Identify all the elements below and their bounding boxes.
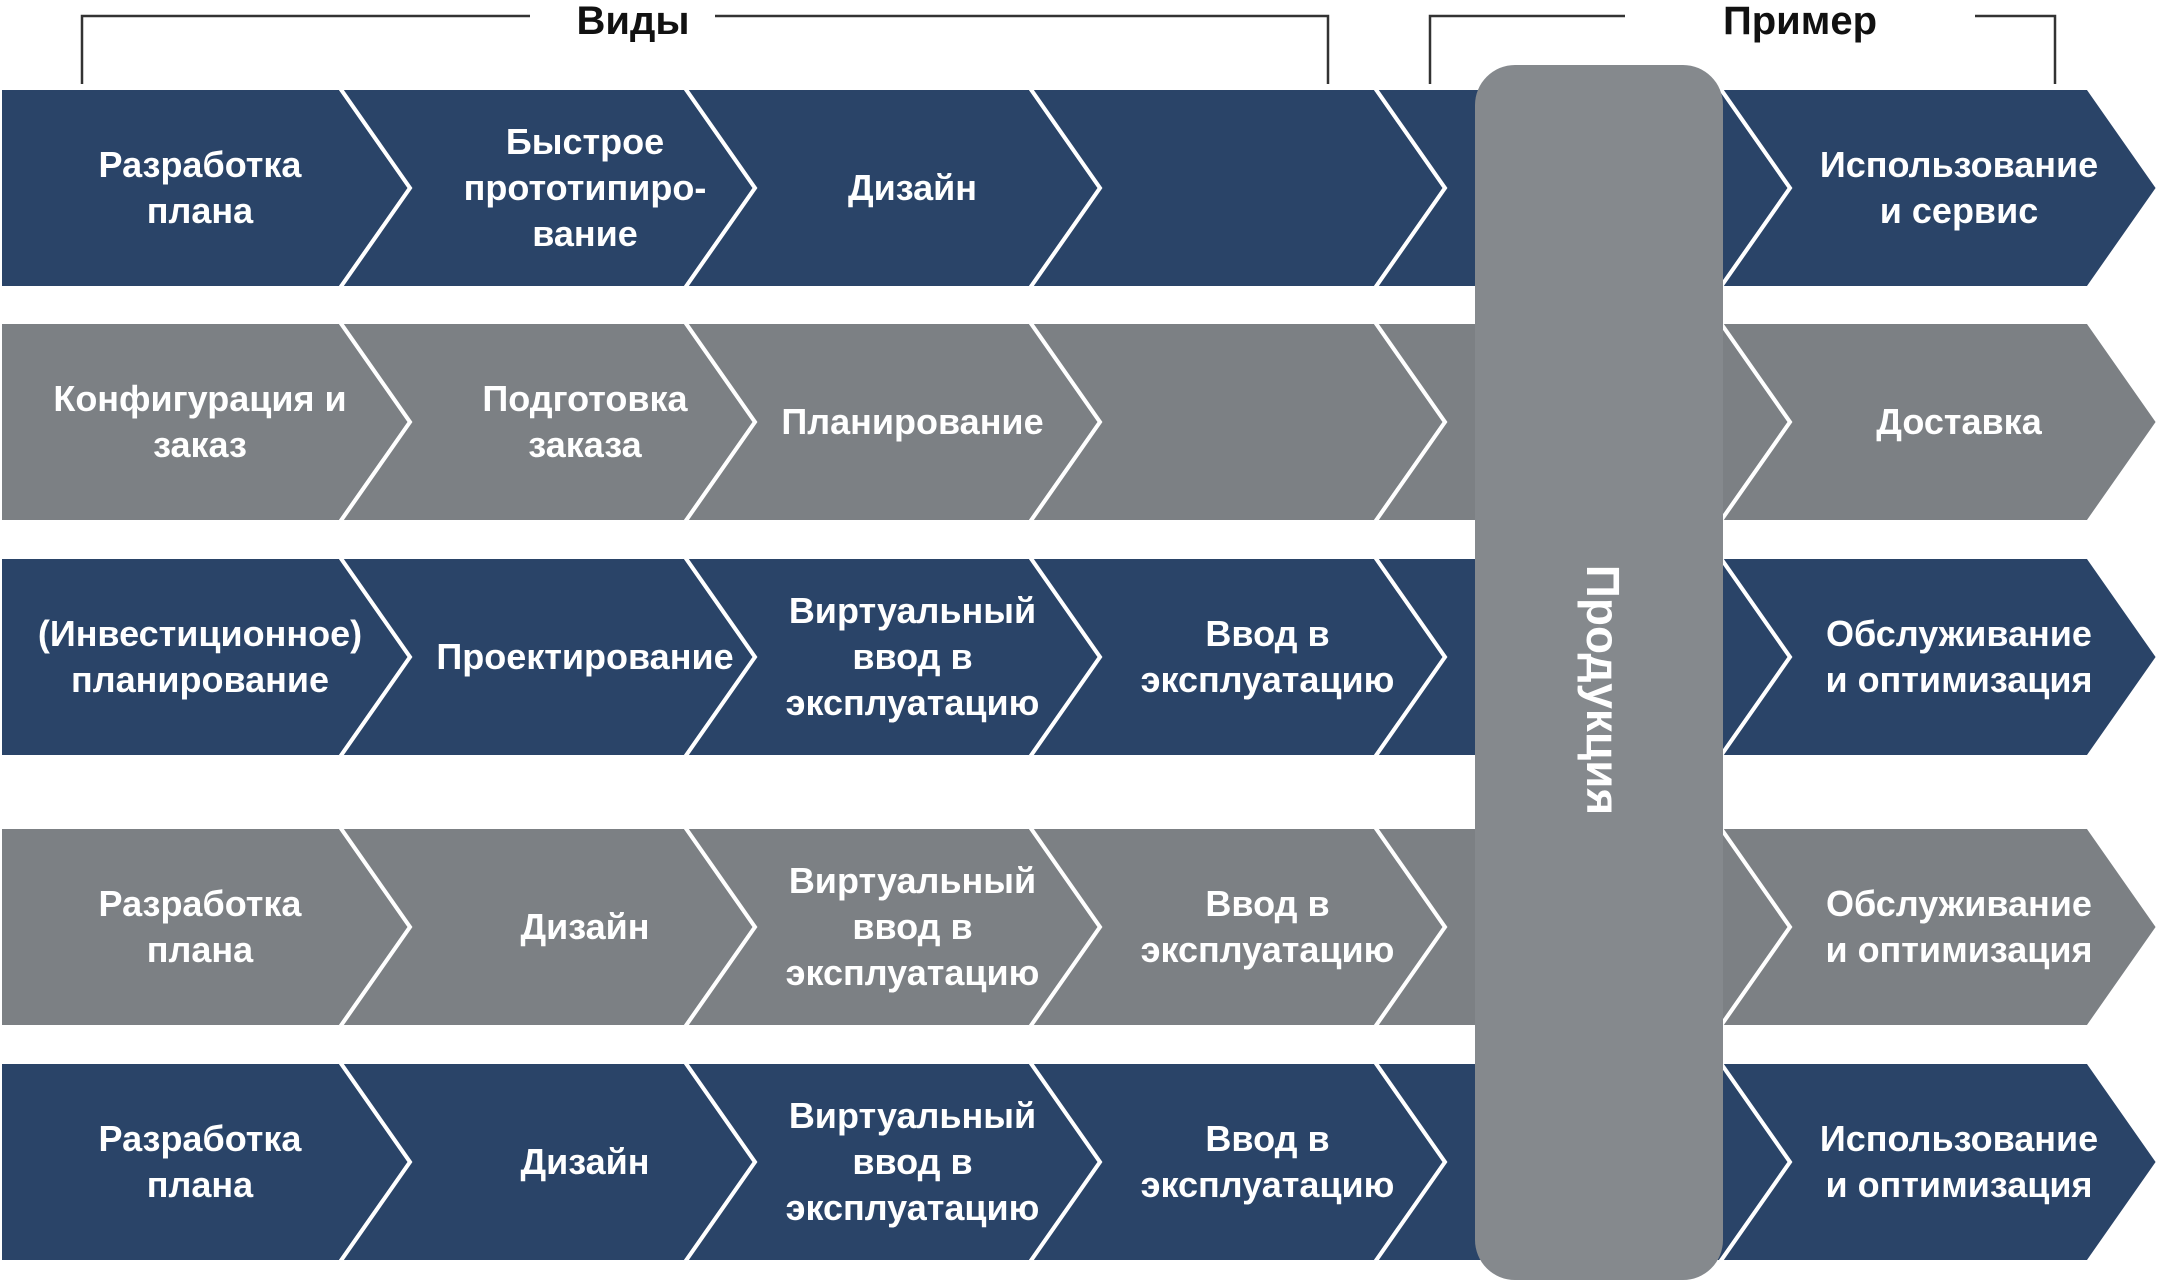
example-header: Пример bbox=[1723, 0, 1877, 43]
step-label-row5-step4: Ввод в эксплуатацию bbox=[1140, 1118, 1395, 1205]
step-label-row2-step6: Доставка bbox=[1876, 401, 2042, 442]
chevron-row3-step6 bbox=[1716, 555, 2158, 759]
step-label-row2-step2: Подготовка заказа bbox=[482, 378, 688, 465]
step-label-row4-step3: Виртуальный ввод в эксплуатацию bbox=[785, 860, 1040, 993]
step-label-row5-step6: Использование и оптимизация bbox=[1819, 1118, 2099, 1205]
step-label-row4-step2: Дизайн bbox=[520, 906, 650, 947]
step-label-row5-step3: Виртуальный ввод в эксплуатацию bbox=[785, 1095, 1040, 1228]
step-label-row4-step6: Обслуживание и оптимизация bbox=[1825, 883, 2093, 970]
example-bracket bbox=[1428, 14, 2057, 84]
step-label-row3-step2: Проектирование bbox=[436, 636, 734, 677]
step-label-row4-step4: Ввод в эксплуатацию bbox=[1140, 883, 1395, 970]
step-label-row1-step2: Быстрое прототипиро- вание bbox=[463, 121, 707, 254]
chevron-row4-step6 bbox=[1716, 825, 2158, 1029]
step-label-row3-step4: Ввод в эксплуатацию bbox=[1140, 613, 1395, 700]
chevron-row2-step6 bbox=[1716, 320, 2158, 524]
step-label-row3-step3: Виртуальный ввод в эксплуатацию bbox=[785, 590, 1040, 723]
step-label-row5-step1: Разработка плана bbox=[98, 1118, 302, 1205]
product-bar: Продукция bbox=[1475, 65, 1723, 1280]
product-bar-label: Продукция bbox=[1577, 565, 1629, 815]
step-label-row4-step1: Разработка плана bbox=[98, 883, 302, 970]
header-brackets: Виды Пример bbox=[80, 0, 2057, 84]
step-label-row2-step1: Конфигурация и заказ bbox=[53, 378, 347, 465]
kinds-header: Виды bbox=[576, 0, 689, 43]
chevron-row5-step6 bbox=[1716, 1060, 2158, 1264]
chevron-row1-step6 bbox=[1716, 86, 2158, 290]
step-label-row1-step1: Разработка плана bbox=[98, 144, 302, 231]
step-label-row3-step1: (Инвестиционное) планирование bbox=[37, 613, 363, 700]
step-label-row1-step3: Дизайн bbox=[847, 167, 978, 208]
step-label-row3-step6: Обслуживание и оптимизация bbox=[1825, 613, 2093, 700]
kinds-bracket bbox=[80, 14, 1330, 84]
product-bar-shape bbox=[1475, 65, 1723, 1280]
step-label-row2-step3: Планирование bbox=[781, 401, 1044, 442]
step-label-row5-step2: Дизайн bbox=[520, 1141, 650, 1182]
step-label-row1-step6: Использование и сервис bbox=[1819, 144, 2099, 231]
